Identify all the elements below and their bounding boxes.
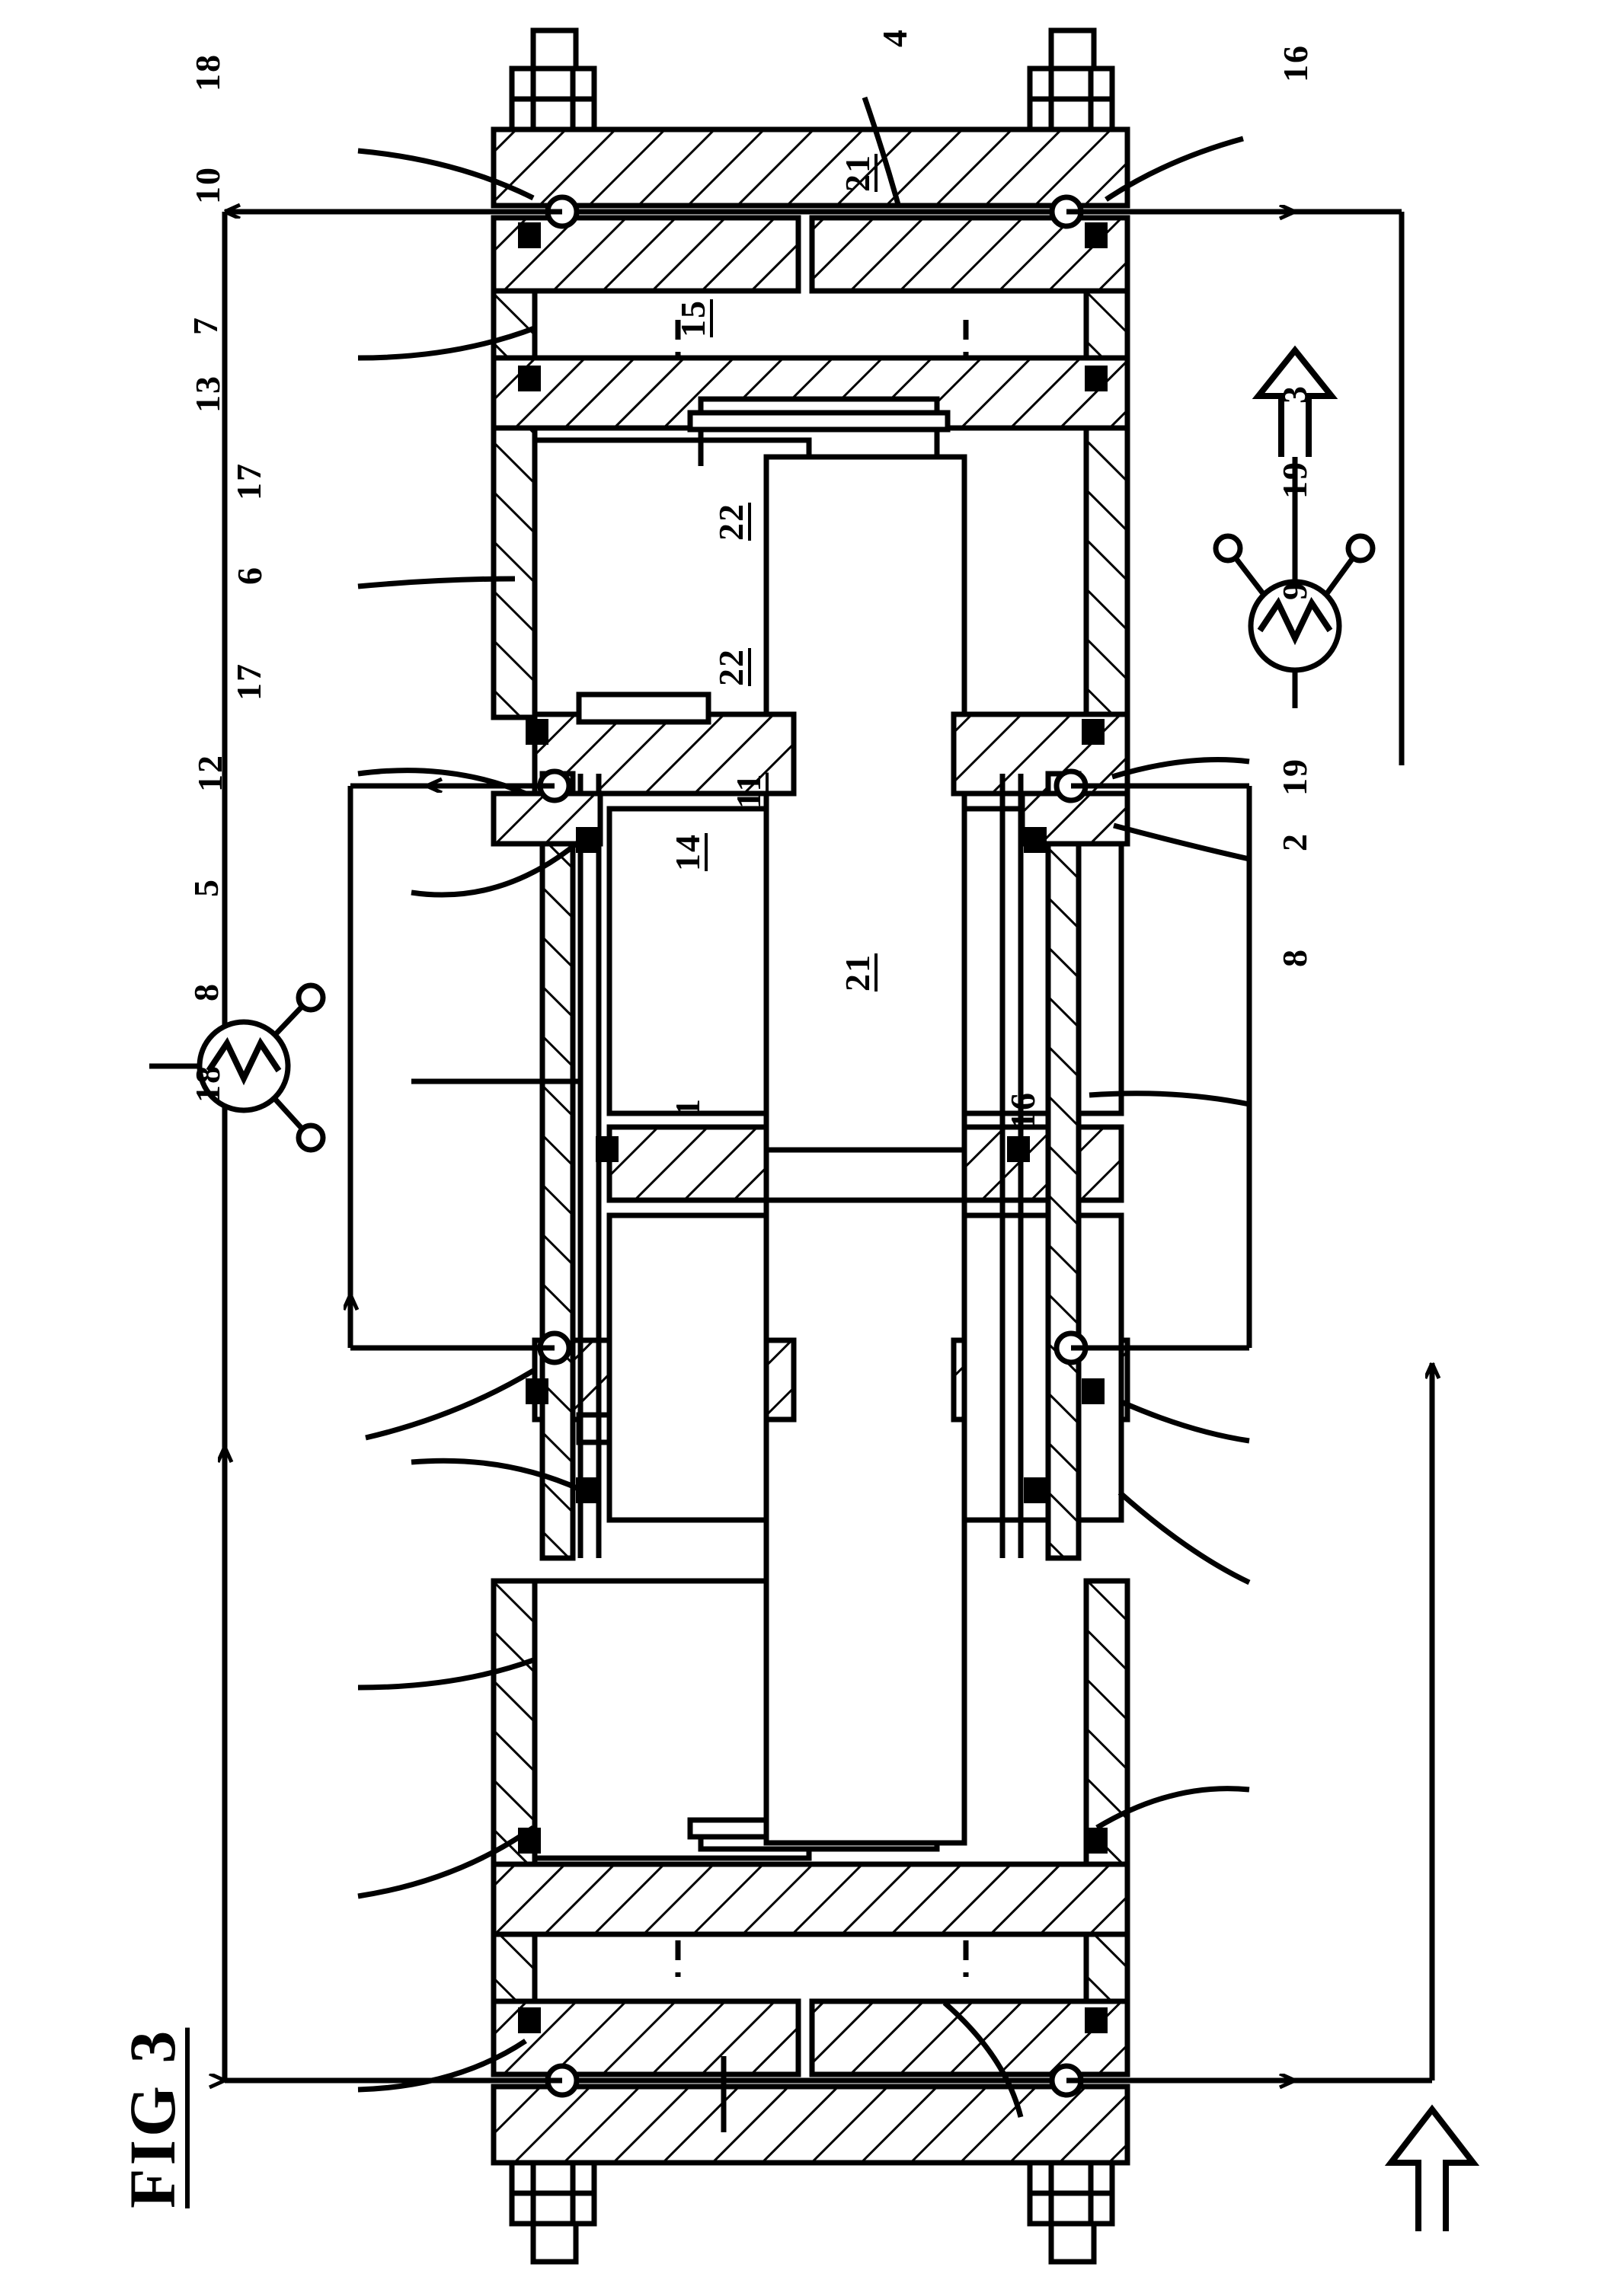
bolt-bottom-left [509, 2160, 597, 2265]
chamber-15 [532, 437, 812, 720]
chamber-14 [532, 1578, 812, 1861]
ref-19-lower: 19 [1275, 758, 1314, 796]
gas-channel-22-upper [606, 806, 769, 1116]
ref-9: 9 [1275, 581, 1314, 600]
ref-3: 3 [1275, 385, 1314, 404]
ref-12: 12 [190, 754, 229, 792]
ref-10: 10 [188, 166, 227, 204]
ref-1: 1 [668, 1097, 707, 1116]
ref-6: 6 [230, 566, 269, 585]
ref-15: 15 [673, 299, 712, 337]
outlet-flow-arrow [1252, 345, 1338, 525]
bolt-top-left [509, 27, 597, 133]
seal-gaskets [518, 222, 1108, 2033]
gas-channel-right-upper [961, 806, 1124, 1116]
top-end-plate-4 [491, 126, 1130, 294]
ref-11: 11 [729, 772, 768, 809]
ref-8-right: 8 [1275, 948, 1314, 967]
gas-channel-right-lower [961, 1212, 1124, 1523]
ref-8-left: 8 [187, 982, 225, 1001]
ref-16-bottom: 16 [1003, 1091, 1042, 1129]
bolt-top-right [1027, 27, 1115, 133]
inlet-flow-arrow [1384, 2104, 1480, 2231]
ref-22-lower: 22 [711, 648, 750, 686]
flow-circuit-inner-left [350, 786, 555, 1351]
ref-14: 14 [668, 833, 707, 871]
separator-plate-9 [606, 1124, 1124, 1203]
ref-21-bottom: 21 [838, 953, 877, 992]
central-stack-body-11 [728, 454, 1001, 1846]
ref-4: 4 [875, 28, 914, 47]
membrane-assembly-21-top [491, 320, 1130, 466]
ref-18-bottom: 18 [188, 1065, 227, 1103]
leader-lines [357, 96, 1251, 2132]
gas-channel-22-lower [606, 1212, 769, 1523]
ref-17-lower: 17 [229, 663, 268, 701]
ref-22-upper: 22 [711, 503, 750, 541]
ref-21-top: 21 [838, 154, 877, 192]
bottom-end-plate-1 [491, 1998, 1130, 2166]
ref-16-top: 16 [1276, 44, 1315, 82]
ref-17-upper: 17 [229, 462, 268, 500]
bipolar-plate-13 [532, 691, 797, 797]
heater-resistor-symbol-left [149, 982, 326, 1153]
ref-2: 2 [1275, 832, 1314, 851]
ref-5: 5 [187, 878, 225, 897]
flow-circuit-inner-right [1071, 783, 1252, 1351]
heater-resistor-symbol-right [1213, 525, 1376, 708]
ref-13: 13 [188, 375, 227, 413]
figure-title: FIG 3 [116, 2027, 189, 2208]
ref-18-top: 18 [188, 53, 227, 91]
bolt-bottom-right [1027, 2160, 1115, 2265]
ref-7: 7 [186, 316, 225, 335]
ref-19-upper: 19 [1275, 461, 1314, 499]
